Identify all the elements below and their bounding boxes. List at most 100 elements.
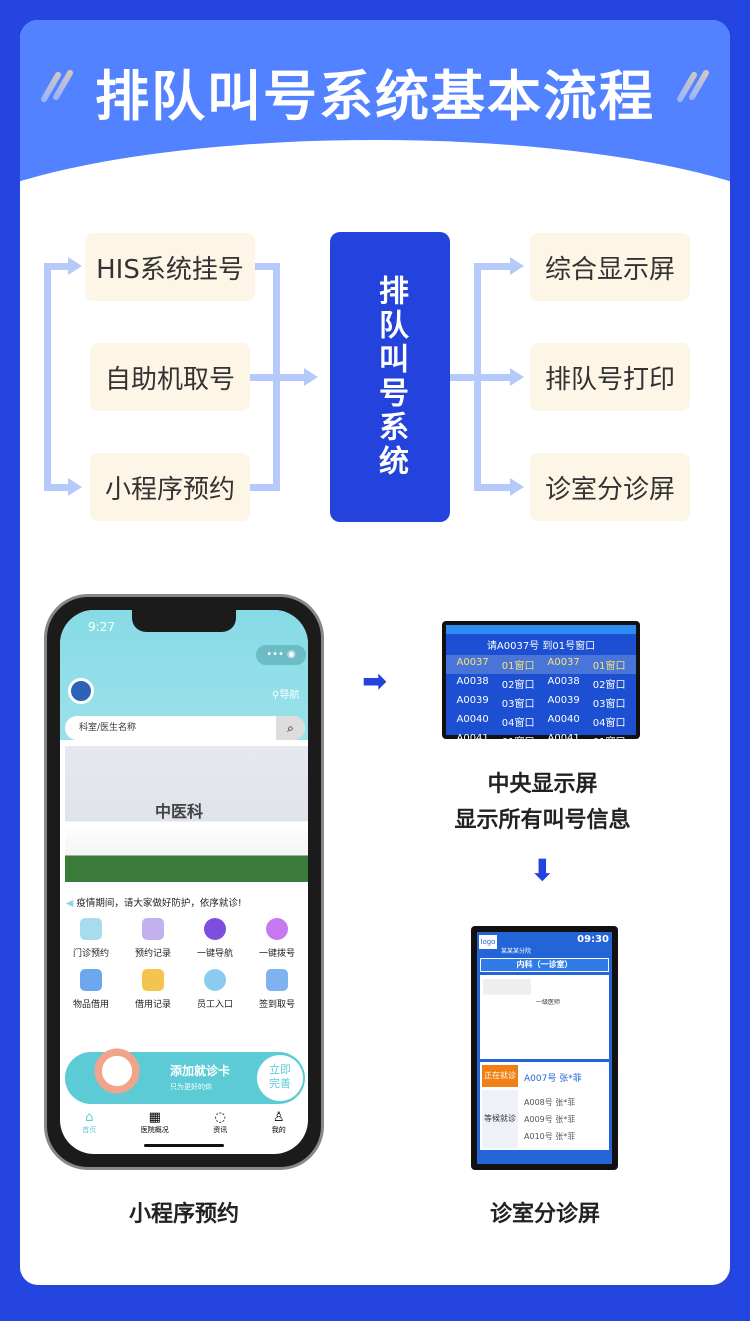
waiting-item: A010号 张*菲 — [524, 1132, 576, 1141]
capsule-menu-button[interactable]: ••• ◉ — [256, 645, 306, 665]
connector — [450, 374, 480, 381]
room-display-caption: 诊室分诊屏 — [489, 1202, 600, 1227]
hospital-icon: ▦ — [148, 1110, 161, 1125]
grid-label: 一键拨号 — [258, 949, 295, 959]
room-panel: logo 某某某分院 09:30 内科（一诊室） 一级医师 正在就诊 A007号… — [477, 932, 612, 1164]
home-indicator — [144, 1144, 224, 1147]
tab-me[interactable]: ♙我的 — [272, 1110, 286, 1135]
add-card-banner[interactable]: 添加就诊卡 只为更好的你 立即完善 — [65, 1042, 305, 1104]
user-icon: ♙ — [272, 1110, 285, 1125]
arrow-icon — [304, 368, 318, 386]
grid-label: 预约记录 — [134, 949, 171, 959]
central-display-subcaption: 显示所有叫号信息 — [454, 808, 631, 833]
flow-input-miniprogram: 小程序预约 — [90, 453, 250, 521]
waiting-item: A009号 张*菲 — [524, 1115, 576, 1124]
grid-item[interactable]: 物品借用 — [60, 969, 122, 1010]
flow-input-his: HIS系统挂号 — [85, 233, 255, 301]
grid-label: 一键导航 — [196, 949, 233, 959]
doctor-title: 一级医师 — [536, 999, 561, 1006]
tab-label: 资讯 — [213, 1126, 228, 1134]
nav-link[interactable]: ⚲导航 — [272, 686, 299, 701]
arrow-icon — [68, 257, 82, 275]
status-time: 9:27 — [88, 620, 115, 634]
connector — [250, 263, 280, 270]
hospital-photo: 中医科 — [65, 746, 308, 882]
department: 内科（一诊室） — [480, 958, 609, 972]
logo: logo — [479, 935, 497, 949]
central-display-caption: 中央显示屏 — [487, 772, 598, 797]
connector — [474, 374, 518, 381]
flow-output-display: 综合显示屏 — [530, 233, 690, 301]
grid-item[interactable]: 门诊预约 — [60, 918, 122, 959]
check-in-icon — [266, 969, 288, 991]
connector — [474, 484, 518, 491]
grid-item[interactable]: 签到取号 — [246, 969, 308, 1010]
function-grid: 门诊预约 预约记录 一键导航 一键拨号 物品借用 借用记录 员工入口 签到取号 — [60, 918, 308, 1010]
doctor-illustration — [77, 1042, 157, 1100]
flow-output-room-screen: 诊室分诊屏 — [530, 453, 690, 521]
clipboard-icon — [80, 918, 102, 940]
room-display-screen: logo 某某某分院 09:30 内科（一诊室） 一级医师 正在就诊 A007号… — [471, 926, 618, 1170]
tab-home[interactable]: ⌂首页 — [82, 1110, 96, 1135]
down-arrow-icon: ➡ — [525, 856, 561, 883]
right-arrow-icon: ➡ — [362, 664, 388, 699]
nav-label: 导航 — [279, 690, 300, 701]
connector — [250, 484, 280, 491]
grid-item[interactable]: 一键拨号 — [246, 918, 308, 959]
display-header — [446, 625, 636, 634]
calendar-icon — [142, 918, 164, 940]
arrow-icon — [510, 478, 524, 496]
connector — [44, 263, 74, 270]
arrow-icon — [68, 478, 82, 496]
grid-item[interactable]: 一键导航 — [184, 918, 246, 959]
banner-title: 添加就诊卡 — [170, 1064, 231, 1078]
connector — [250, 374, 305, 381]
send-icon — [204, 918, 226, 940]
arrow-icon — [510, 257, 524, 275]
box-icon — [80, 969, 102, 991]
flow-output-print: 排队号打印 — [530, 343, 690, 411]
location-pin-icon: ⚲ — [272, 690, 280, 701]
connector — [44, 484, 74, 491]
phone-icon — [266, 918, 288, 940]
grid-label: 门诊预约 — [72, 949, 109, 959]
current-patient: A007号 张*菲 — [524, 1074, 582, 1084]
tab-hospital[interactable]: ▦医院概况 — [141, 1110, 169, 1135]
current-label: 正在就诊 — [482, 1065, 518, 1087]
tab-label: 医院概况 — [140, 1126, 169, 1134]
chat-icon: ◌ — [214, 1110, 226, 1125]
home-icon: ⌂ — [85, 1110, 94, 1125]
notice-bar: ◀ 疫情期间，请大家做好防护，依序就诊! — [66, 895, 242, 909]
tab-news[interactable]: ◌资讯 — [213, 1110, 227, 1135]
search-input[interactable]: 科室/医生名称 — [65, 716, 305, 740]
grid-label: 签到取号 — [258, 1000, 295, 1010]
banner-subtitle: 只为更好的你 — [170, 1083, 212, 1091]
grid-item[interactable]: 借用记录 — [122, 969, 184, 1010]
grid-item[interactable]: 员工入口 — [184, 969, 246, 1010]
connector — [474, 263, 518, 270]
waiting-list: A008号 张*菲 A009号 张*菲 A010号 张*菲 — [524, 1094, 575, 1145]
bottom-tab-bar: ⌂首页 ▦医院概况 ◌资讯 ♙我的 — [60, 1110, 308, 1135]
receipt-icon — [142, 969, 164, 991]
grid-item[interactable]: 预约记录 — [122, 918, 184, 959]
phone-mockup: 9:27 ••• ◉ ⚲导航 科室/医生名称 ⌕ 中医科 ◀ 疫情期间，请大家做… — [44, 594, 324, 1170]
flow-input-kiosk: 自助机取号 — [90, 343, 250, 411]
user-icon — [204, 969, 226, 991]
phone-notch — [132, 610, 236, 632]
phone-caption: 小程序预约 — [128, 1202, 239, 1227]
page-title: 排队叫号系统基本流程 — [95, 65, 655, 128]
tab-label: 我的 — [271, 1126, 286, 1134]
grid-label: 物品借用 — [72, 1000, 109, 1010]
complete-now-button[interactable]: 立即完善 — [257, 1055, 303, 1101]
phone-screen: 9:27 ••• ◉ ⚲导航 科室/医生名称 ⌕ 中医科 ◀ 疫情期间，请大家做… — [60, 610, 308, 1154]
branch-name: 某某某分院 — [501, 948, 532, 955]
clock: 09:30 — [577, 934, 609, 945]
search-icon[interactable]: ⌕ — [276, 716, 305, 740]
hospital-logo — [68, 678, 94, 704]
